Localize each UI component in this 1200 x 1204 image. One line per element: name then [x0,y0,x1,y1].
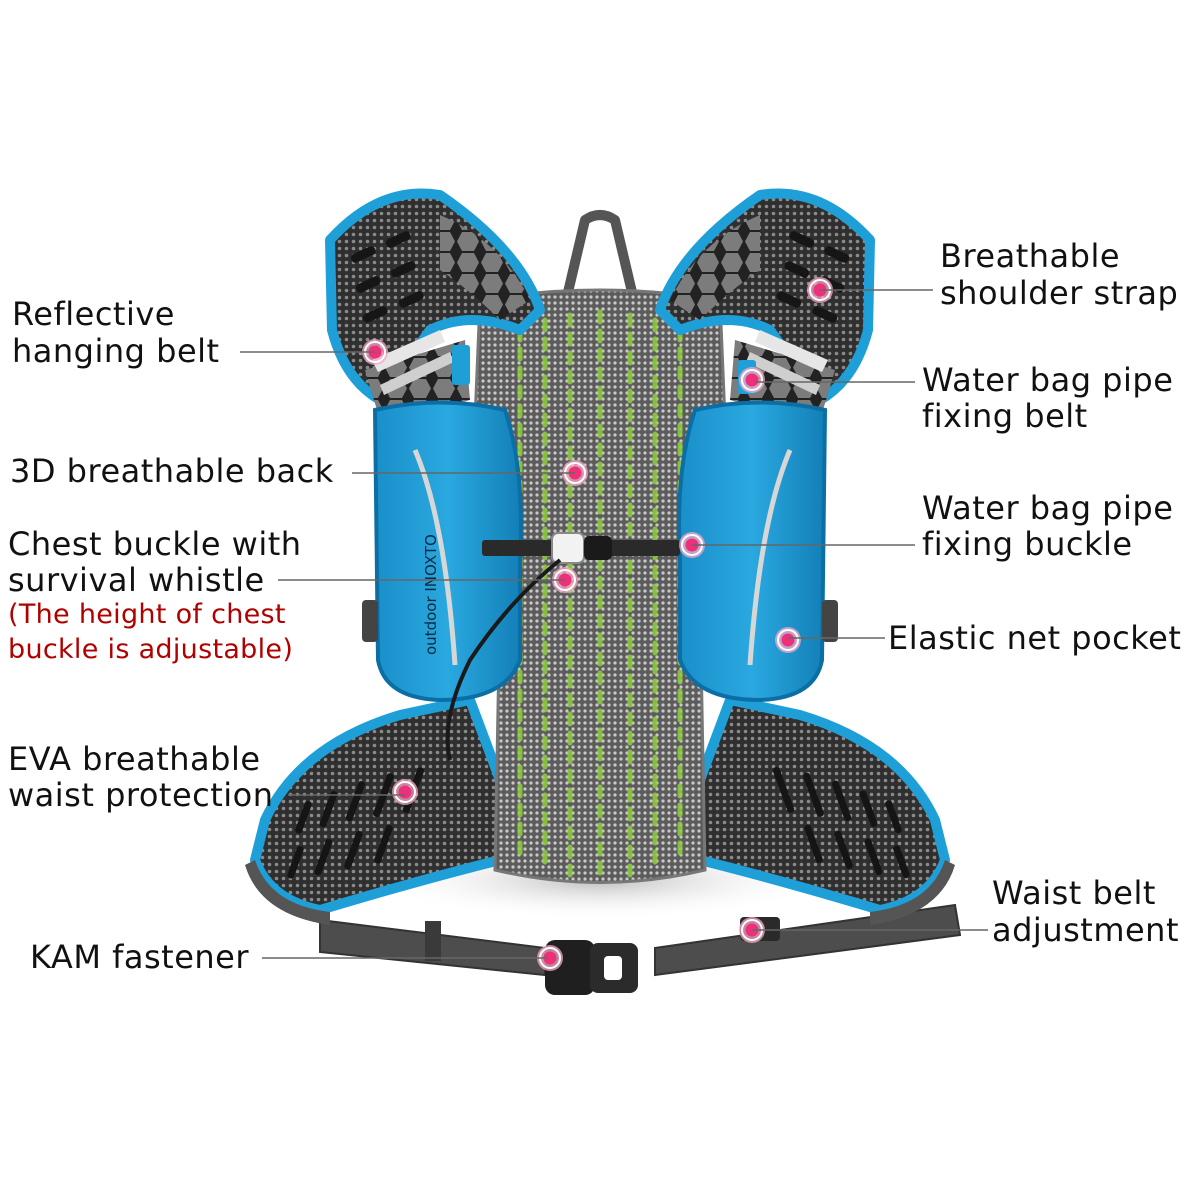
label-chest-buckle-line1: Chest buckle with [8,525,302,563]
label-eva-line1: EVA breathable [8,740,261,778]
label-pipe-buckle-line1: Water bag pipe [922,489,1174,527]
label-pipe-buckle-line2: fixing buckle [922,525,1133,563]
pipe-fixing-belt-marker [739,367,765,393]
label-elastic-net-pocket: Elastic net pocket [888,619,1182,657]
label-reflective-belt-line1: Reflective [12,295,175,333]
kam-fastener-marker [537,945,563,971]
label-reflective-belt-line2: hanging belt [12,332,220,370]
label-pipe-belt-line1: Water bag pipe [922,361,1174,399]
label-3d-breathable-back: 3D breathable back [10,452,334,490]
label-chest-note-line2: buckle is adjustable) [8,634,294,665]
label-pipe-belt-line2: fixing belt [922,397,1088,435]
label-eva-line2: waist protection [8,776,274,814]
brand-logo: outdoor INOXTO [422,534,440,655]
label-chest-note-line1: (The height of chest [8,599,286,630]
label-shoulder-strap-line1: Breathable [940,237,1121,275]
label-waist-belt-line2: adjustment [992,911,1179,949]
label-chest-buckle-line2: survival whistle [8,561,265,599]
label-waist-belt-line1: Waist belt [992,874,1156,912]
chest-buckle-icon [551,532,612,564]
elastic-net-pocket-marker [775,627,801,653]
label-shoulder-strap-line2: shoulder strap [940,274,1179,312]
label-kam-fastener: KAM fastener [30,938,249,976]
eva-waist-protection-marker [392,779,418,805]
kam-buckle-icon [545,940,638,995]
